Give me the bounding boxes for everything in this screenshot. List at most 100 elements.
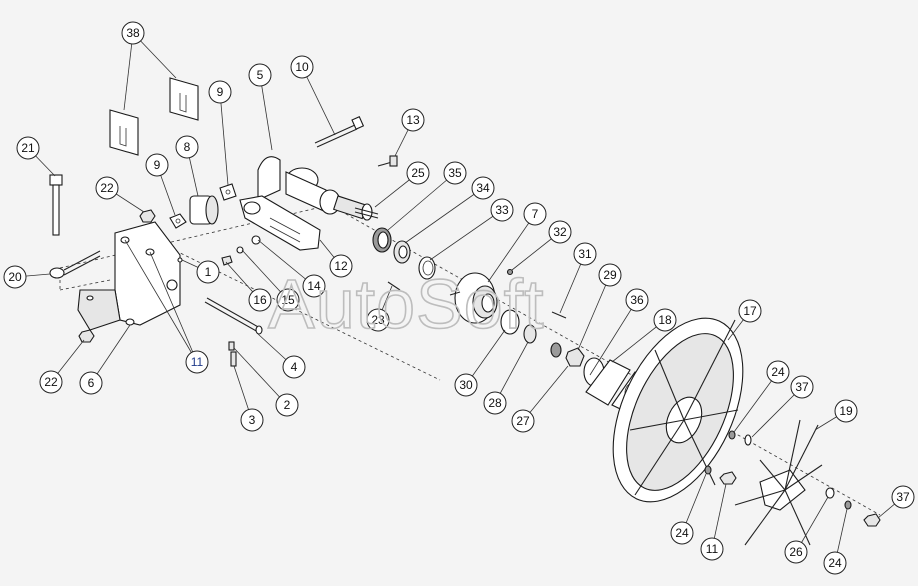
callout-4: 4: [282, 355, 306, 379]
callout-22a: 22: [95, 176, 119, 200]
callout-circle: [275, 393, 299, 417]
callout-circle: [290, 55, 314, 79]
leader-line-5: [259, 74, 273, 151]
callout-17: 17: [738, 299, 762, 323]
washer-9-right: [219, 183, 237, 201]
callout-circle: [790, 375, 814, 399]
callout-30: 30: [454, 373, 478, 397]
callout-circle: [891, 485, 915, 509]
leader-line-33: [429, 209, 503, 261]
callout-circle: [653, 308, 677, 332]
callout-24c: 24: [823, 551, 847, 575]
callout-circle: [490, 198, 514, 222]
callout-label: 35: [448, 166, 462, 180]
callout-5: 5: [248, 63, 272, 87]
leader-line-10: [301, 66, 336, 136]
callout-label: 19: [839, 404, 853, 418]
callout-label: 25: [411, 166, 425, 180]
callout-circle: [208, 80, 232, 104]
leader-line-7: [487, 213, 536, 283]
callout-37a: 37: [790, 375, 814, 399]
callout-circle: [329, 254, 353, 278]
callout-label: 21: [21, 141, 35, 155]
callout-label: 16: [253, 293, 267, 307]
callout-label: 14: [307, 279, 321, 293]
callout-label: 17: [743, 304, 757, 318]
leader-line-11a: [124, 239, 198, 363]
callout-circle: [573, 242, 597, 266]
callout-11a: 11: [185, 350, 209, 374]
callout-label: 24: [675, 526, 689, 540]
callout-label: 10: [295, 60, 309, 74]
callout-circle: [443, 161, 467, 185]
leader-line-11a: [149, 251, 198, 363]
callout-circle: [700, 537, 724, 561]
callout-label: 5: [257, 68, 264, 82]
bearing-34: [393, 240, 411, 264]
callout-circle: [834, 399, 858, 423]
callout-9a: 9: [208, 80, 232, 104]
callout-circle: [248, 63, 272, 87]
callout-circle: [511, 409, 535, 433]
leader-line-6: [90, 324, 131, 384]
callout-circle: [598, 263, 622, 287]
callout-32: 32: [548, 220, 572, 244]
callout-circle: [302, 274, 326, 298]
leader-line-36: [589, 299, 638, 376]
leader-line-9a: [219, 91, 229, 186]
callout-label: 2: [284, 398, 291, 412]
bearing-30: [500, 309, 520, 335]
callout-19: 19: [834, 399, 858, 423]
callout-label: 11: [191, 355, 204, 369]
callout-36: 36: [625, 288, 649, 312]
callout-label: 37: [795, 380, 809, 394]
callout-1: 1: [196, 260, 220, 284]
callout-circle: [95, 176, 119, 200]
callout-38: 38: [121, 21, 145, 45]
callout-circle: [121, 21, 145, 45]
nuts-22: [78, 209, 156, 343]
callout-18: 18: [653, 308, 677, 332]
callout-label: 18: [658, 313, 672, 327]
callout-circle: [185, 350, 209, 374]
callout-circle: [196, 260, 220, 284]
leader-line-38: [123, 32, 134, 111]
leader-line-24a: [733, 371, 779, 433]
leader-line-27: [522, 365, 569, 422]
callout-label: 6: [88, 376, 95, 390]
arm-12: [239, 195, 321, 251]
callout-label: 26: [789, 545, 803, 559]
callout-29: 29: [598, 263, 622, 287]
callout-34: 34: [471, 176, 495, 200]
callout-label: 32: [553, 225, 567, 239]
callout-25: 25: [406, 161, 430, 185]
bushing-8: [189, 195, 219, 225]
callout-circle: [240, 408, 264, 432]
bolt-21: [49, 174, 63, 236]
leader-line-35: [387, 172, 456, 231]
callout-circle: [145, 153, 169, 177]
callout-label: 30: [459, 378, 473, 392]
callout-circle: [823, 551, 847, 575]
callout-26: 26: [784, 540, 808, 564]
callout-27: 27: [511, 409, 535, 433]
callout-24b: 24: [670, 521, 694, 545]
center-axis: [59, 204, 881, 516]
callout-8: 8: [175, 135, 199, 159]
callout-9b: 9: [145, 153, 169, 177]
callout-circle: [276, 288, 300, 312]
seal-35: [372, 227, 392, 253]
callout-label: 12: [334, 259, 348, 273]
callout-20: 20: [3, 265, 27, 289]
callout-14: 14: [302, 274, 326, 298]
leader-line-34: [404, 187, 484, 244]
washer-28b: [550, 342, 562, 358]
callout-28: 28: [483, 391, 507, 415]
callout-label: 23: [371, 313, 385, 327]
callout-label: 27: [516, 414, 530, 428]
callout-label: 13: [406, 113, 420, 127]
callout-circle: [39, 370, 63, 394]
callout-label: 9: [154, 158, 161, 172]
callout-circle: [625, 288, 649, 312]
